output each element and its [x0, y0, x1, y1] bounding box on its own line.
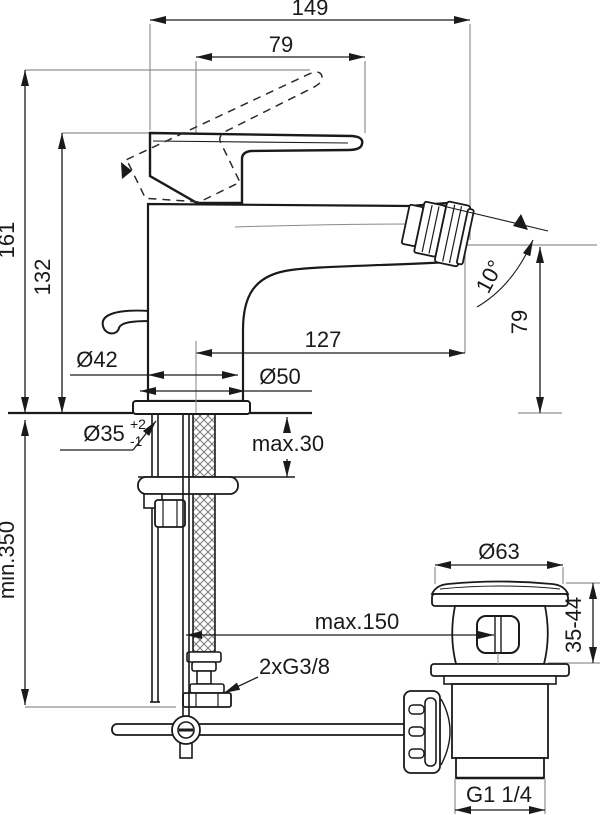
pop-up-rod-assembly	[111, 414, 411, 759]
mounting-nut	[154, 499, 186, 528]
dim-label-d50: Ø50	[259, 364, 301, 389]
waste-tailpiece	[455, 757, 545, 779]
dim-label-127: 127	[305, 327, 342, 352]
mounting-bracket	[137, 476, 239, 495]
waste-lower-body	[451, 683, 549, 759]
lever-handle	[148, 131, 364, 205]
spout-angle-line	[442, 205, 549, 232]
hose-nut	[182, 692, 232, 708]
dim-label-max150: max.150	[315, 609, 399, 634]
handle-raised-dashed	[121, 71, 323, 203]
dim-label-d35-tol-minus: -1	[130, 433, 143, 449]
dim-label-g114: G1 1/4	[466, 782, 532, 807]
dim-label-79-top: 79	[269, 32, 293, 57]
dim-label-161: 161	[0, 222, 19, 259]
aerator	[400, 200, 475, 268]
waste-flange-dish	[430, 580, 570, 595]
mounting-hardware	[137, 476, 239, 528]
dim-label-d35: Ø35	[83, 421, 125, 446]
braided-hose	[192, 413, 216, 653]
spout-angle-arc	[476, 239, 534, 308]
dim-label-d35-tol-plus: +2	[130, 416, 146, 432]
spout-angle-arrow	[513, 214, 528, 230]
projection-lines	[25, 24, 600, 814]
dim-label-max30: max.30	[252, 431, 324, 456]
lever-motion-arrow	[121, 162, 132, 179]
dim-label-min350: min.350	[0, 521, 19, 599]
dim-label-2xg38: 2xG3/8	[259, 654, 330, 679]
dim-label-10deg: 10°	[471, 256, 509, 297]
drain-assembly	[403, 580, 570, 780]
supply-hoses	[150, 413, 232, 708]
dimension-labels: 149 79 161 132 127 79 10° Ø42 Ø50 Ø35 +2…	[0, 0, 586, 807]
base-plate	[132, 400, 251, 415]
dim-label-79-right: 79	[507, 310, 532, 334]
dim-2xg38-leader	[223, 676, 259, 694]
dim-label-d63: Ø63	[478, 539, 520, 564]
dim-label-3544: 35-44	[561, 597, 586, 653]
lift-rod	[111, 723, 411, 736]
dim-d35-leader	[132, 420, 157, 451]
dim-label-132: 132	[30, 259, 55, 296]
dim-label-149: 149	[292, 0, 329, 20]
pop-up-knob	[101, 309, 151, 335]
dimension-lines	[21, 16, 597, 814]
dim-label-d42: Ø42	[76, 347, 118, 372]
